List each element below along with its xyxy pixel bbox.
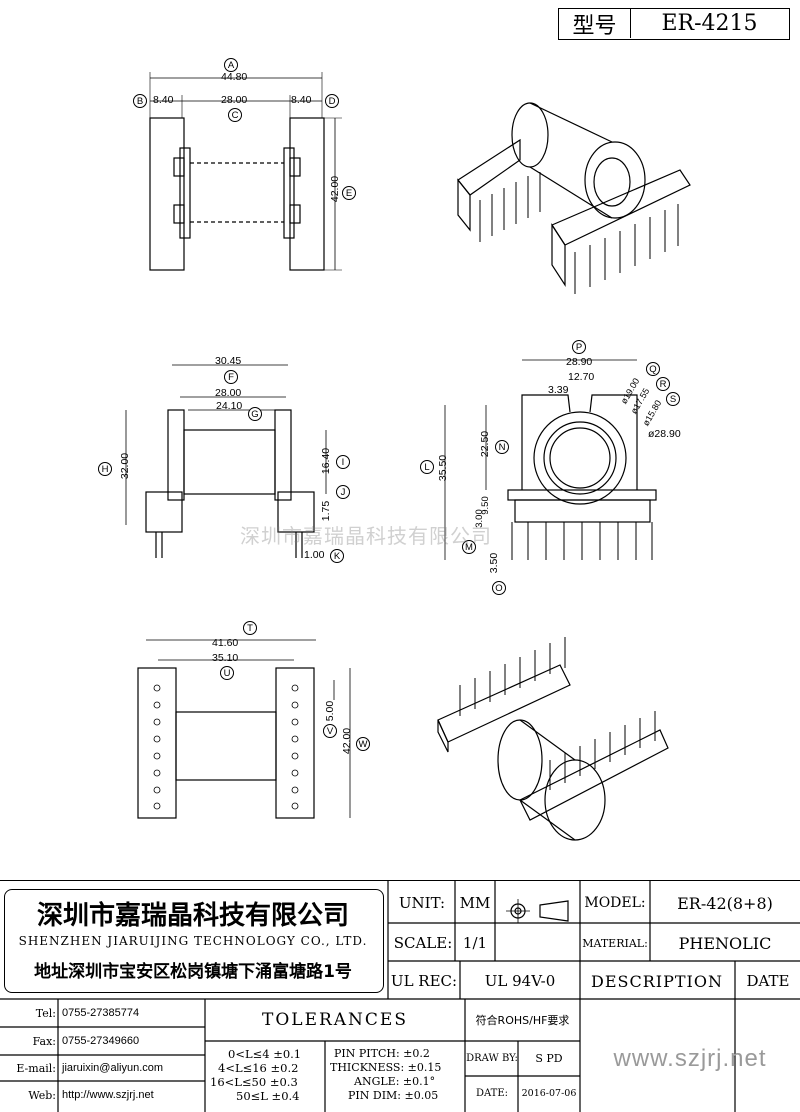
callout-o: O: [492, 581, 506, 595]
callout-u: U: [220, 666, 234, 680]
dim-center: 28.00: [221, 94, 248, 106]
draw-by-value: S PD: [535, 1051, 563, 1065]
date-header: DATE: [746, 972, 790, 990]
email-value: jiaruixin@aliyun.com: [62, 1062, 164, 1074]
type-label: 型号: [559, 9, 631, 39]
dim-d4: ø28.90: [648, 428, 681, 440]
callout-f: F: [224, 370, 238, 384]
top-view: [149, 72, 342, 271]
tol2-row-3: ANGLE: ±0.1°: [354, 1075, 436, 1088]
ulrec-value: UL 94V-0: [484, 972, 556, 990]
tol2-row-2: THICKNESS: ±0.15: [330, 1061, 442, 1074]
tolerances-header: TOLERANCES: [262, 1010, 408, 1030]
dim-w: 42.00: [341, 727, 354, 755]
callout-e: E: [342, 186, 356, 200]
callout-n: N: [495, 440, 509, 454]
callout-g: G: [248, 407, 262, 421]
fax-value: 0755-27349660: [62, 1035, 140, 1047]
dim-i: 16.40: [320, 447, 333, 475]
scale-label: SCALE:: [393, 934, 453, 952]
address: 地址深圳市宝安区松岗镇塘下涌富塘路1号: [34, 961, 352, 982]
callout-j: J: [336, 485, 350, 499]
iso-view-bottom: [437, 637, 669, 841]
callout-b: B: [133, 94, 147, 108]
tol-row-2: 4<L≤16 ±0.2: [218, 1061, 299, 1075]
description-header: DESCRIPTION: [591, 971, 723, 991]
material-value: PHENOLIC: [678, 933, 772, 953]
title-grid: [0, 881, 800, 1112]
callout-i: I: [336, 455, 350, 469]
material-label: MATERIAL:: [582, 936, 648, 950]
dim-g2: 24.10: [216, 400, 243, 412]
tol2-row-1: PIN PITCH: ±0.2: [334, 1047, 430, 1060]
callout-l: L: [420, 460, 434, 474]
tol-row-1: 0<L≤4 ±0.1: [228, 1047, 302, 1061]
rohs-label: 符合ROHS/HF要求: [475, 1014, 570, 1027]
tel-value: 0755-27385774: [62, 1007, 140, 1019]
front-view: [444, 359, 657, 560]
dim-t: 41.60: [212, 637, 239, 649]
dim-overall: 44.80: [221, 71, 248, 83]
company-en: SHENZHEN JIARUIJING TECHNOLOGY CO., LTD.: [18, 934, 368, 948]
dim-q: 12.70: [568, 371, 595, 383]
dim-right: 8.40: [291, 94, 312, 106]
model-label: MODEL:: [584, 895, 646, 911]
dim-l: 35.50: [437, 454, 450, 482]
dim-left: 8.40: [153, 94, 174, 106]
model-header: 型号 ER-4215: [558, 8, 790, 40]
callout-s: S: [666, 392, 680, 406]
scale-value: 1/1: [462, 934, 488, 952]
callout-q: Q: [646, 362, 660, 376]
callout-t: T: [243, 621, 257, 635]
title-block: 深圳市嘉瑞晶科技有限公司 SHENZHEN JIARUIJING TECHNOL…: [0, 880, 800, 1112]
bottom-view: [137, 639, 351, 819]
date-label: DATE:: [475, 1087, 509, 1099]
ulrec-label: UL REC:: [390, 972, 458, 990]
email-label: E-mail:: [16, 1061, 56, 1075]
callout-a: A: [224, 58, 238, 72]
dim-height: 42.00: [329, 175, 342, 203]
callout-m: M: [462, 540, 476, 554]
callout-w: W: [356, 737, 370, 751]
tol2-row-4: PIN DIM: ±0.05: [348, 1089, 439, 1102]
callout-d: D: [325, 94, 339, 108]
dim-g1: 28.00: [215, 387, 242, 399]
date-value: 2016-07-06: [521, 1087, 577, 1099]
web-label: Web:: [28, 1088, 56, 1102]
web-value: http://www.szjrj.net: [62, 1089, 154, 1101]
model-value: ER-42(8+8): [677, 893, 773, 913]
draw-by-label: DRAW BY:: [466, 1052, 518, 1064]
dim-v: 5.00: [324, 700, 337, 722]
company-box: 深圳市嘉瑞晶科技有限公司 SHENZHEN JIARUIJING TECHNOL…: [4, 889, 384, 993]
dim-k: 1.00: [304, 549, 325, 561]
unit-value: MM: [459, 894, 491, 912]
dim-u: 35.10: [212, 652, 239, 664]
callout-r: R: [656, 377, 670, 391]
dim-o: 3.50: [488, 552, 501, 574]
callout-v: V: [323, 724, 337, 738]
callout-h: H: [98, 462, 112, 476]
company-cn: 深圳市嘉瑞晶科技有限公司: [36, 900, 349, 931]
watermark: 深圳市嘉瑞晶科技有限公司: [240, 524, 492, 548]
unit-label: UNIT:: [398, 894, 446, 912]
dim-p: 28.90: [566, 356, 593, 368]
dim-f: 30.45: [215, 355, 242, 367]
tol-row-4: 50≤L ±0.4: [236, 1089, 300, 1103]
callout-c: C: [228, 108, 242, 122]
fax-label: Fax:: [32, 1034, 56, 1048]
iso-view-top: [457, 102, 691, 294]
dim-slot: 3.39: [548, 384, 569, 396]
tol-row-3: 16<L≤50 ±0.3: [210, 1075, 298, 1089]
dim-j: 1.75: [320, 500, 333, 522]
type-value: ER-4215: [661, 11, 758, 36]
tel-label: Tel:: [35, 1006, 56, 1020]
dim-n: 22.50: [479, 430, 492, 458]
dim-h: 32.00: [119, 452, 132, 480]
side-view: [125, 364, 327, 558]
drawing-canvas: [125, 72, 691, 841]
callout-p: P: [572, 340, 586, 354]
website-watermark: www.szjrj.net: [613, 1045, 767, 1072]
callout-k: K: [330, 549, 344, 563]
